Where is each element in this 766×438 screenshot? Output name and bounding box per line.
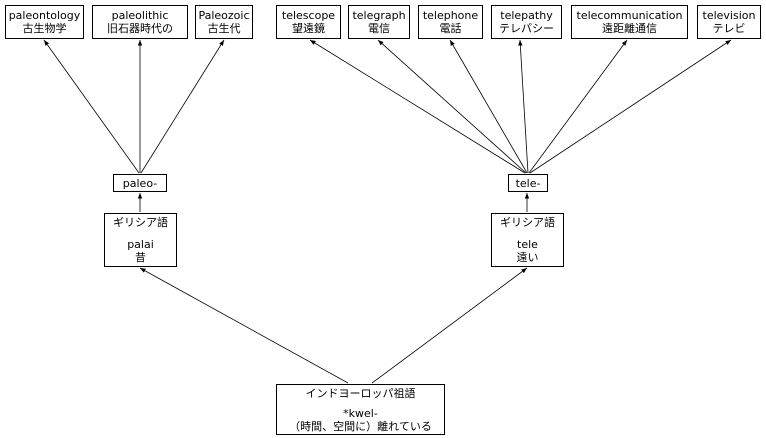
word-en: paleontology [8,9,81,22]
word-ja: テレビ [712,22,746,35]
greek-word: tele [517,238,538,251]
edge-root-to-palai [139,267,349,384]
word-ja: 電話 [439,22,462,35]
word-en: paleolithic [111,9,169,22]
prefix-label: tele- [515,176,541,190]
edge-tele-to-telescope [309,39,526,174]
word-ja: 望遠鏡 [292,22,325,35]
greek-meaning: 昔 [135,251,146,264]
edge-root-to-tele [371,267,528,384]
edge-tele-to-telecommunication [528,39,628,174]
word-node-telecommunication: telecommunication 遠距離通信 [571,5,688,39]
edge-paleo-to-paleozoic [140,39,225,174]
word-ja: 古生代 [207,22,241,35]
word-en: television [702,9,756,22]
word-ja: テレパシー [499,22,554,35]
edge-tele-to-telegraph [377,39,527,174]
edge-tele-to-telephone [449,39,528,174]
word-ja: 遠距離通信 [602,22,657,35]
word-en: telecommunication [576,9,683,22]
word-node-paleolithic: paleolithic 旧石器時代の [92,5,188,39]
word-ja: 電信 [368,22,390,35]
greek-node-tele: ギリシア語 tele 遠い [491,213,564,267]
root-node-pie: インドヨーロッパ祖語 *kwel- （時間、空間に）離れている [276,384,445,435]
word-node-telephone: telephone 電話 [418,5,483,39]
word-en: Paleozoic [198,9,250,22]
edge-tele-to-television [529,39,732,174]
word-ja: 古生物学 [22,22,67,35]
greek-node-palai: ギリシア語 palai 昔 [104,213,177,267]
greek-lang-label: ギリシア語 [500,216,555,229]
prefix-node-paleo: paleo- [113,174,167,192]
root-lang-label: インドヨーロッパ祖語 [305,386,416,400]
greek-lang-label: ギリシア語 [113,216,168,229]
word-en: telescope [281,9,336,22]
word-node-telescope: telescope 望遠鏡 [276,5,341,39]
word-node-paleozoic: Paleozoic 古生代 [195,5,253,39]
word-ja: 旧石器時代の [107,22,173,35]
word-en: telegraph [352,9,406,22]
word-en: telephone [422,9,479,22]
greek-meaning: 遠い [516,251,539,264]
word-node-telepathy: telepathy テレパシー [491,5,562,39]
edge-tele-to-telepathy [518,39,529,174]
word-en: telepathy [500,9,553,22]
greek-word: palai [127,238,154,251]
prefix-node-tele: tele- [508,174,548,192]
word-node-telegraph: telegraph 電信 [348,5,410,39]
prefix-label: paleo- [122,176,158,190]
word-node-television: television テレビ [697,5,761,39]
root-word: *kwel- [343,406,378,420]
word-node-paleontology: paleontology 古生物学 [5,5,84,39]
edge-paleo-to-paleontology [43,39,140,174]
root-meaning: （時間、空間に）離れている [289,419,432,433]
